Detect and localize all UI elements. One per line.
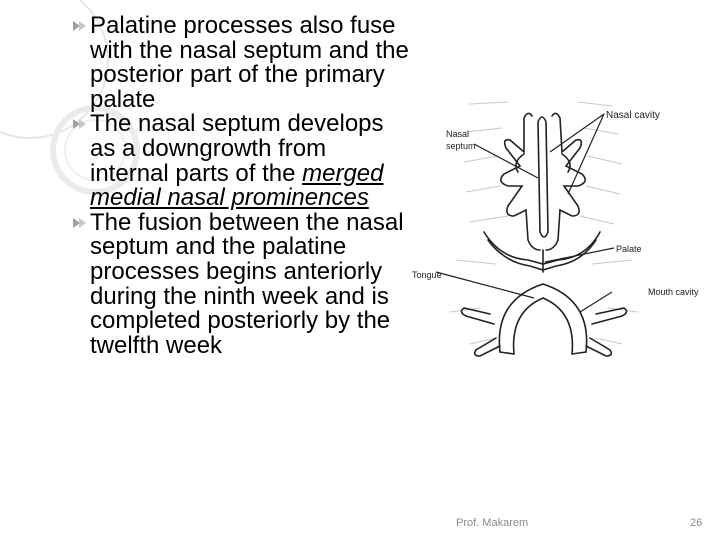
bullet-text: The nasal septum develops as a downgrowt… xyxy=(90,110,384,187)
emphasized-term: merged medial nasal prominences xyxy=(90,159,384,212)
bullet-item: Palatine processes also fuse with the na… xyxy=(70,12,410,113)
anatomy-diagram: Nasal cavity Nasal septum Palate Tongue … xyxy=(412,101,699,357)
bullet-marker-icon xyxy=(73,217,86,228)
footer-author: Prof. Makarem xyxy=(456,517,529,529)
bullet-item: The nasal septum develops as a downgrowt… xyxy=(70,112,410,210)
diagram-illustration xyxy=(449,101,639,357)
decorative-rings xyxy=(0,0,140,195)
diagram-leader-lines xyxy=(435,113,615,313)
label-nasal-cavity: Nasal cavity xyxy=(606,110,660,121)
bullet-item: The fusion between the nasal septum and … xyxy=(70,208,410,359)
label-mouth-cavity: Mouth cavity xyxy=(648,287,699,297)
page-number: 26 xyxy=(690,517,703,529)
bullet-marker-icon xyxy=(73,119,86,130)
label-nasal-septum-line2: septum xyxy=(446,141,476,151)
bullet-text: Palatine processes also fuse with the na… xyxy=(90,12,409,113)
label-tongue: Tongue xyxy=(412,270,442,280)
bullet-list: Palatine processes also fuse with the na… xyxy=(70,12,410,359)
label-nasal-septum: Nasal xyxy=(446,129,469,139)
label-palate: Palate xyxy=(616,244,642,254)
bullet-marker-icon xyxy=(73,21,86,31)
bullet-text: The fusion between the nasal septum and … xyxy=(90,208,404,359)
